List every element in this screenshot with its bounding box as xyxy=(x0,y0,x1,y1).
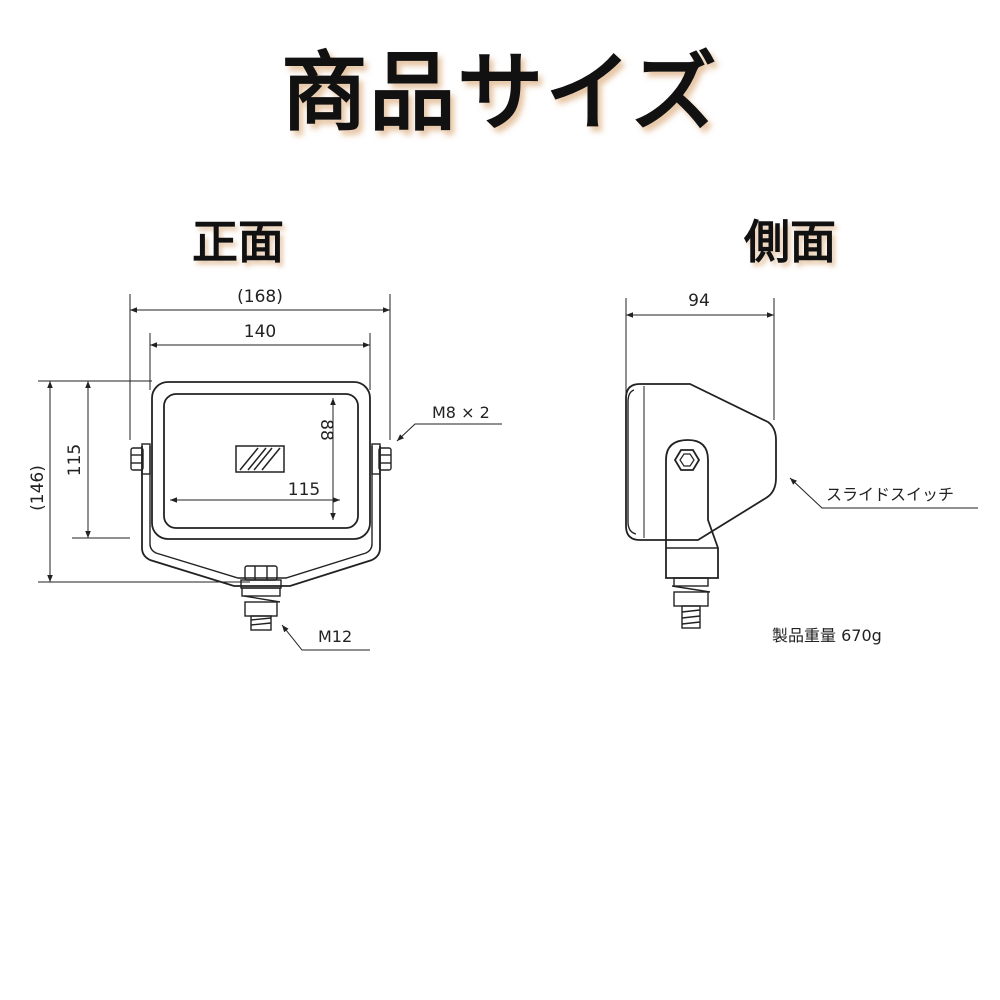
dim-overall-height: (146) xyxy=(28,465,48,511)
side-bolt-right xyxy=(371,443,392,475)
label-switch: スライドスイッチ xyxy=(826,485,954,504)
dim-lens-height: 88 xyxy=(316,419,336,441)
dim-overall-width: (168) xyxy=(237,287,283,307)
dim-depth: 94 xyxy=(688,291,710,311)
brand-logo-icon xyxy=(235,445,285,473)
leader-switch xyxy=(789,477,978,509)
side-bottom-bolt xyxy=(671,577,711,629)
side-bracket-arm xyxy=(665,439,719,579)
side-view-label: 側面 xyxy=(744,215,836,269)
front-view-label: 正面 xyxy=(192,215,284,269)
side-view xyxy=(625,298,978,629)
bottom-bolt xyxy=(240,565,282,631)
side-bolt-left xyxy=(130,443,151,475)
dim-lens-width: 115 xyxy=(288,480,320,500)
lamp-lens xyxy=(163,393,359,529)
label-bolt-side: M8 × 2 xyxy=(432,403,490,422)
leader-bolt-bottom xyxy=(281,624,370,651)
hex-nut-icon xyxy=(673,449,701,471)
page-title: 商品サイズ xyxy=(281,43,719,143)
label-bolt-bottom: M12 xyxy=(318,627,352,646)
dim-height: 115 xyxy=(65,444,85,476)
front-view xyxy=(38,294,502,651)
product-weight: 製品重量 670g xyxy=(772,626,882,645)
lamp-side-body xyxy=(625,383,777,541)
leader-bolt-side xyxy=(396,423,502,442)
mounting-bracket xyxy=(141,446,381,587)
lamp-housing xyxy=(151,381,371,540)
dim-width: 140 xyxy=(244,322,276,342)
